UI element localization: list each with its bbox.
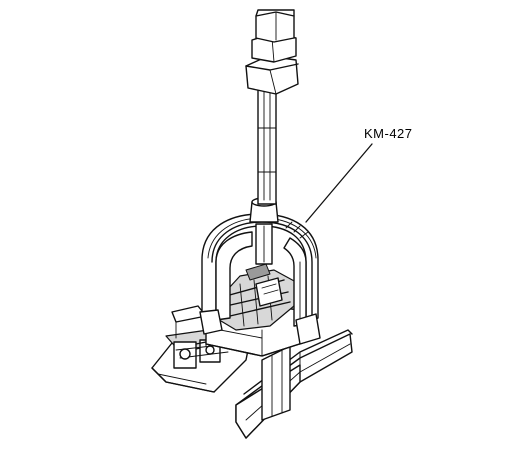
hex-head [245, 9, 299, 95]
callout-label: KM-427 [364, 126, 413, 141]
u-frame [199, 213, 321, 345]
workpiece [215, 263, 297, 331]
support-column [261, 345, 291, 421]
screw-shaft [249, 83, 279, 265]
callout-leader-line [305, 143, 373, 223]
